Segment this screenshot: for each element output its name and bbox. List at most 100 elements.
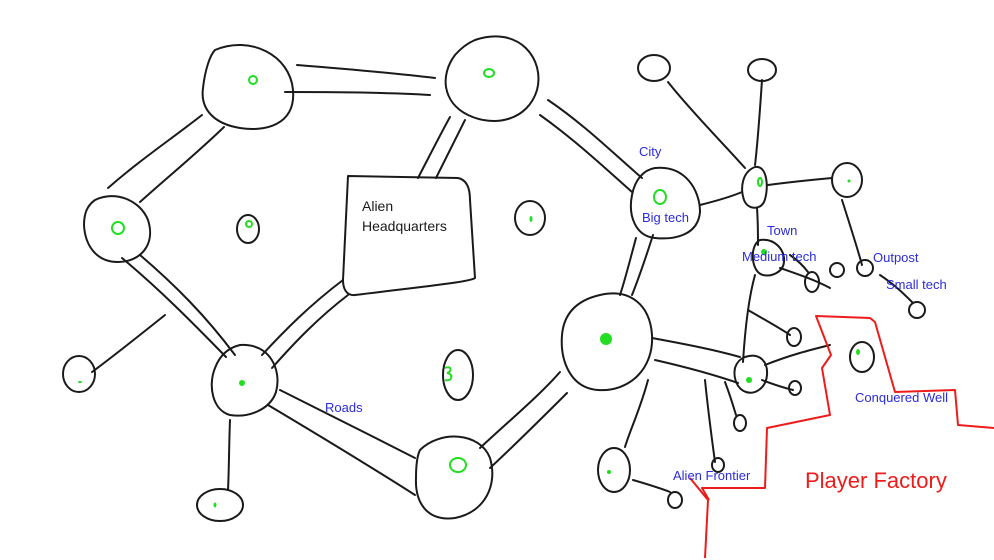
- outpost-node[interactable]: [829, 262, 845, 278]
- road: [479, 371, 561, 449]
- connection-line: [742, 274, 756, 363]
- town-label: Town: [767, 223, 798, 238]
- headquarters-label-line-2: Headquarters: [362, 218, 447, 234]
- roads-label: Roads: [325, 400, 363, 415]
- headquarters-label: Alien Headquarters: [362, 196, 447, 236]
- connections: [91, 79, 913, 493]
- roads: [107, 64, 741, 496]
- conquered-well-node[interactable]: [849, 341, 875, 373]
- outpost-node[interactable]: [804, 271, 820, 293]
- town-node[interactable]: [733, 354, 769, 394]
- green-marker: [529, 216, 533, 222]
- green-marker: [449, 457, 467, 473]
- green-marker: [78, 381, 82, 383]
- connection-line: [747, 309, 791, 336]
- green-marker: [761, 249, 767, 255]
- road: [547, 99, 643, 179]
- green-marker: [213, 502, 217, 508]
- headquarters-label-line-1: Alien: [362, 198, 394, 214]
- connection-line: [699, 191, 743, 206]
- city-node[interactable]: [83, 195, 151, 263]
- connection-line: [624, 379, 649, 448]
- connection-line: [789, 254, 809, 273]
- player-factory-label: Player Factory: [805, 468, 947, 493]
- road: [267, 404, 416, 496]
- outpost-node[interactable]: [788, 380, 802, 396]
- green-marker: [245, 220, 253, 228]
- small-node[interactable]: [62, 355, 96, 393]
- outpost-node[interactable]: [597, 447, 631, 493]
- conquered-well-label: Conquered Well: [855, 390, 948, 405]
- green-marker: [847, 179, 851, 183]
- connection-line: [227, 419, 231, 491]
- outpost-node[interactable]: [831, 162, 863, 198]
- city-node[interactable]: [201, 44, 295, 130]
- alien-frontier-label: Alien Frontier: [673, 468, 751, 483]
- connection-line: [724, 381, 737, 416]
- green-marker: [483, 68, 495, 78]
- big-tech-label: Big tech: [642, 210, 689, 225]
- outpost-node[interactable]: [667, 491, 683, 509]
- medium-tech-label: Medium tech: [742, 249, 817, 264]
- outpost-node[interactable]: [786, 327, 802, 347]
- connection-line: [764, 344, 831, 366]
- road: [261, 279, 344, 356]
- green-marker: [248, 75, 258, 85]
- outpost-node[interactable]: [711, 457, 725, 473]
- city-node[interactable]: [630, 166, 701, 240]
- green-marker: [757, 177, 763, 187]
- road: [107, 114, 203, 189]
- city-node[interactable]: [414, 435, 494, 520]
- connection-line: [767, 177, 833, 186]
- small-tech-label: Small tech: [886, 277, 947, 292]
- road: [489, 392, 568, 469]
- outpost-node[interactable]: [856, 259, 874, 277]
- green-marker: [607, 470, 611, 474]
- nodes: [62, 35, 926, 522]
- road: [139, 126, 225, 203]
- road: [139, 254, 236, 356]
- connection-line: [779, 267, 831, 289]
- town-node[interactable]: [741, 165, 768, 209]
- green-marker: [653, 189, 667, 205]
- road: [296, 64, 436, 79]
- small-node[interactable]: [514, 200, 546, 236]
- road: [417, 116, 451, 179]
- outpost-label: Outpost: [873, 250, 919, 265]
- small-node[interactable]: [196, 488, 244, 522]
- connection-line: [704, 379, 716, 463]
- road: [539, 114, 633, 193]
- outpost-node[interactable]: [747, 58, 777, 82]
- road: [651, 337, 741, 358]
- green-marker: [239, 380, 245, 386]
- player-territory-outline: [689, 315, 994, 559]
- town-node[interactable]: [751, 238, 786, 277]
- small-node[interactable]: [236, 214, 260, 244]
- outpost-node[interactable]: [733, 414, 747, 432]
- connection-line: [756, 207, 759, 246]
- green-marker: [746, 377, 752, 383]
- connection-line: [632, 479, 671, 493]
- road: [121, 257, 227, 358]
- outpost-node[interactable]: [637, 54, 671, 82]
- connection-line: [91, 314, 166, 373]
- small-node[interactable]: [442, 349, 474, 401]
- city-node[interactable]: [560, 292, 654, 392]
- city-node[interactable]: [444, 35, 540, 123]
- connection-line: [879, 274, 913, 303]
- connection-line: [841, 199, 863, 266]
- city-label: City: [639, 144, 662, 159]
- road: [279, 389, 416, 459]
- road: [654, 359, 739, 384]
- connection-line: [667, 81, 746, 169]
- road: [631, 234, 654, 296]
- green-marker: [111, 221, 125, 235]
- road: [619, 237, 637, 296]
- road: [271, 294, 349, 369]
- outpost-node[interactable]: [908, 301, 926, 319]
- road: [284, 91, 431, 96]
- city-node[interactable]: [210, 343, 279, 417]
- headquarters-box[interactable]: [342, 175, 476, 297]
- road: [435, 119, 466, 179]
